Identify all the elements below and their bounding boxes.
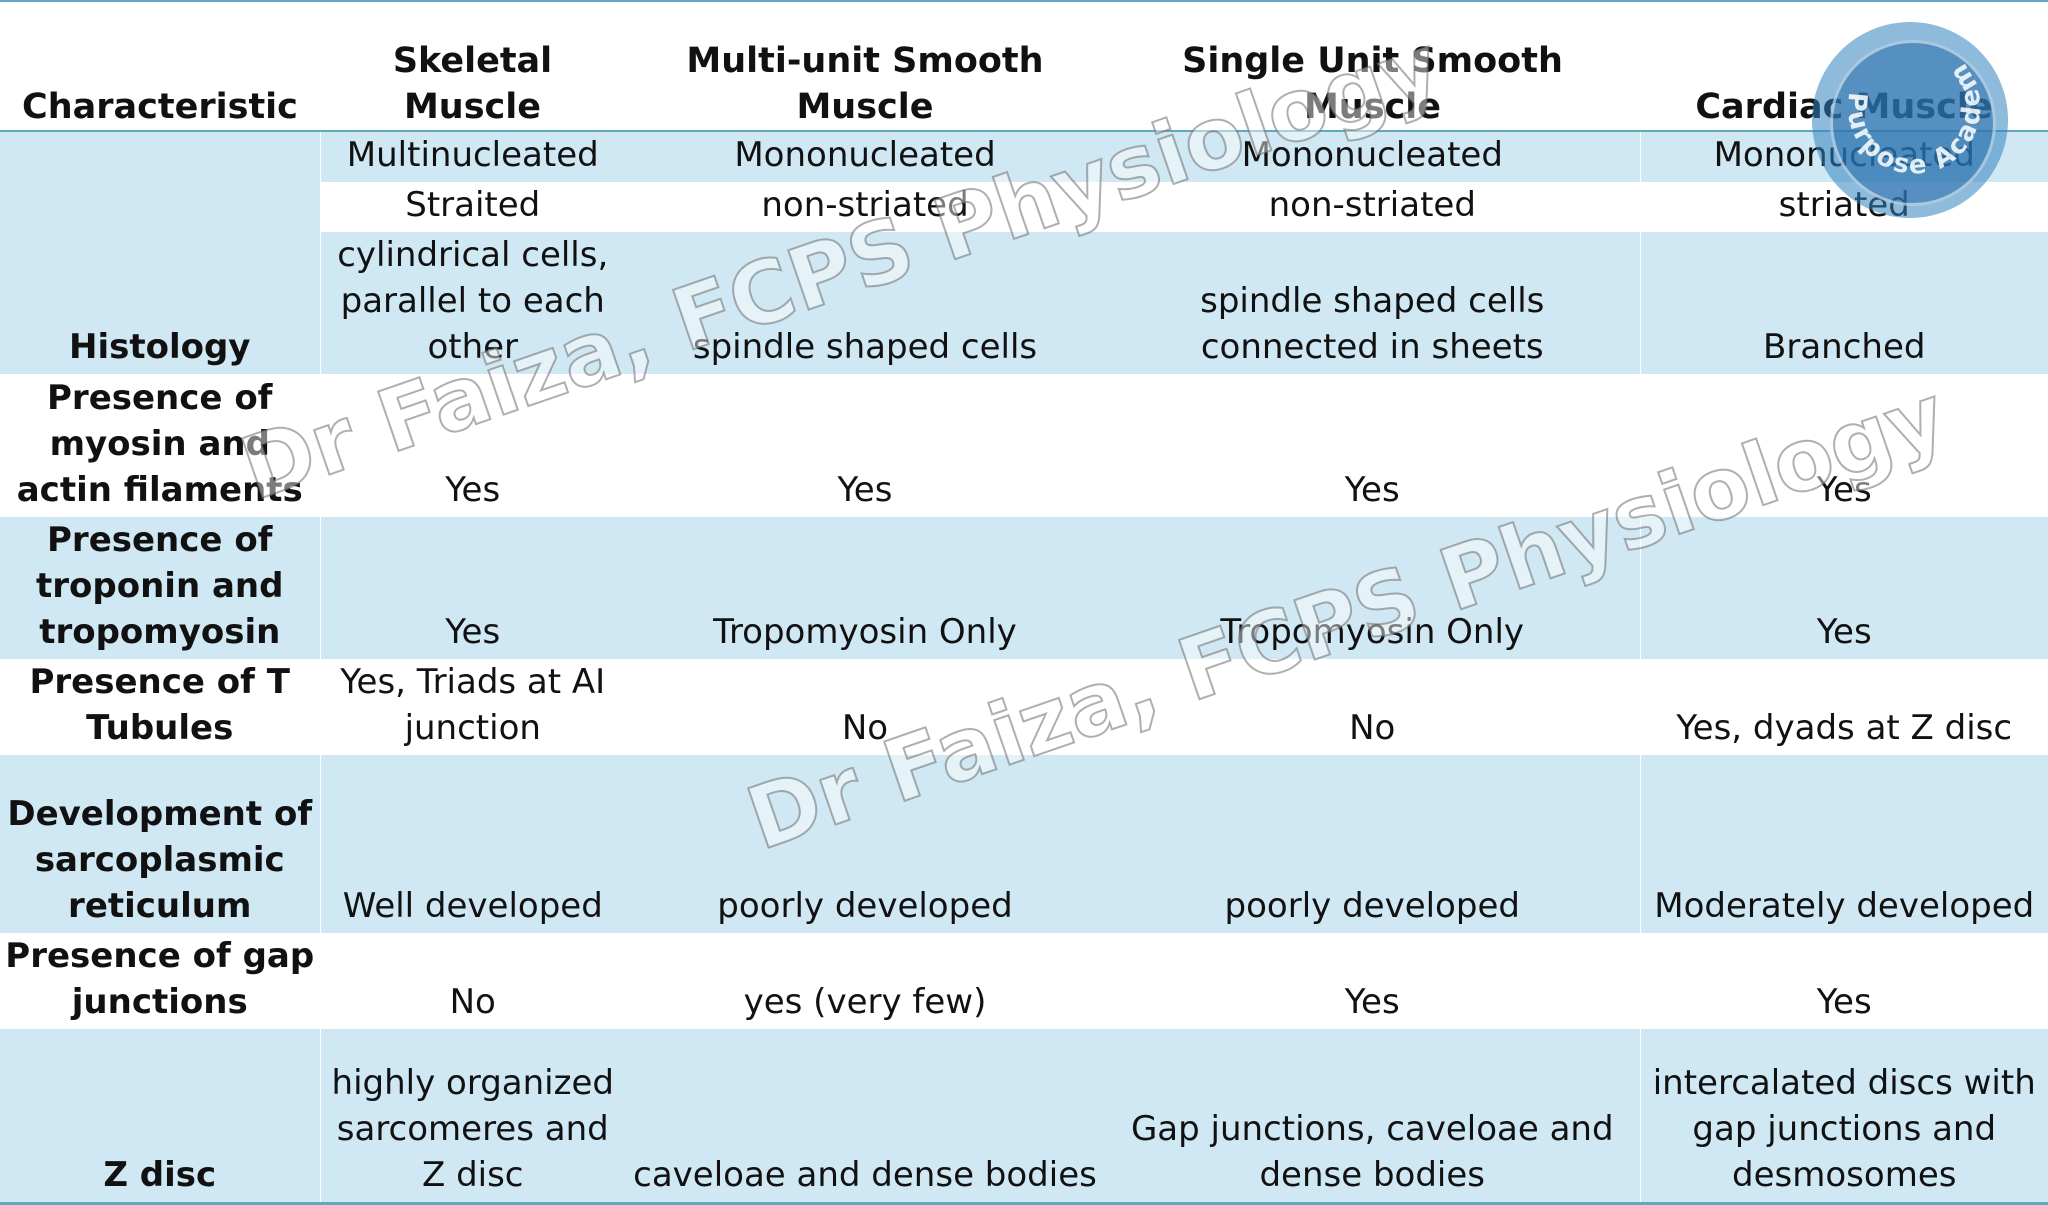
cell: non-striated [625,182,1105,232]
top-rule [0,0,2048,2]
cell: Yes, dyads at Z disc [1639,659,2048,755]
cell: No [625,659,1105,755]
header-characteristic: Characteristic [22,87,298,127]
cell: Yes [1639,517,2048,659]
cell: highly organized sarcomeres and Z disc [319,1029,625,1203]
cell: poorly developed [1105,755,1640,933]
cell: Yes [625,374,1105,517]
row-label: Presence of T Tubules [0,659,320,755]
header-single-unit: Single Unit Smooth Muscle [1182,41,1563,127]
cell: Yes [1639,374,2048,517]
cell: Yes [1105,933,1640,1029]
cell: Straited [319,182,625,232]
cell: caveloae and dense bodies [625,1029,1105,1203]
cell: non-striated [1105,182,1640,232]
cell: Yes, Triads at AI junction [319,659,625,755]
cell: Moderately developed [1639,755,2048,933]
cell: intercalated discs with gap junctions an… [1639,1029,2048,1203]
cell: Branched [1639,232,2048,374]
cell: No [319,933,625,1029]
cell: Gap junctions, caveloae and dense bodies [1105,1029,1640,1203]
header-multi-unit: Multi-unit Smooth Muscle [686,41,1044,127]
table-row: Development of sarcoplasmic reticulum We… [0,755,2048,933]
cell: cylindrical cells, parallel to each othe… [319,232,625,374]
histology-row-shape: cylindrical cells, parallel to each othe… [0,232,2048,374]
histology-label: Histology [0,131,320,374]
cell: Yes [1639,933,2048,1029]
cell: Well developed [319,755,625,933]
cell: spindle shaped cells [625,232,1105,374]
muscle-comparison-table: Characteristic Skeletal Muscle Multi-uni… [0,38,2048,1205]
cell: yes (very few) [625,933,1105,1029]
svg-text:Purpose Academics: Purpose Academics [1812,22,1988,181]
table-row: Presence of gap junctions No yes (very f… [0,933,2048,1029]
cell: Tropomyosin Only [625,517,1105,659]
table-row: Presence of troponin and tropomyosin Yes… [0,517,2048,659]
row-label: Presence of troponin and tropomyosin [0,517,320,659]
cell: Mononucleated [625,131,1105,182]
row-label: Development of sarcoplasmic reticulum [0,755,320,933]
row-label: Presence of gap junctions [0,933,320,1029]
logo-inner-circle [1830,40,1996,206]
cell: Mononucleated [1105,131,1640,182]
row-label: Z disc [0,1029,320,1203]
table-row: Presence of T Tubules Yes, Triads at AI … [0,659,2048,755]
cell: Yes [1105,374,1640,517]
header-row: Characteristic Skeletal Muscle Multi-uni… [0,38,2048,131]
cell: spindle shaped cells connected in sheets [1105,232,1640,374]
cell: Multinucleated [319,131,625,182]
table-row: Z disc highly organized sarcomeres and Z… [0,1029,2048,1203]
table-row: Presence of myosin and actin filaments Y… [0,374,2048,517]
cell: Yes [319,517,625,659]
academy-logo: Purpose Academics [1812,22,2008,218]
cell: poorly developed [625,755,1105,933]
cell: Tropomyosin Only [1105,517,1640,659]
cell: Yes [319,374,625,517]
row-label: Presence of myosin and actin filaments [0,374,320,517]
cell: No [1105,659,1640,755]
header-skeletal: Skeletal Muscle [392,41,553,127]
histology-row-striation: Straited non-striated non-striated stria… [0,182,2048,232]
histology-row-nuclei: Histology Multinucleated Mononucleated M… [0,131,2048,374]
logo-lettering: Purpose Academics [1812,22,1988,181]
